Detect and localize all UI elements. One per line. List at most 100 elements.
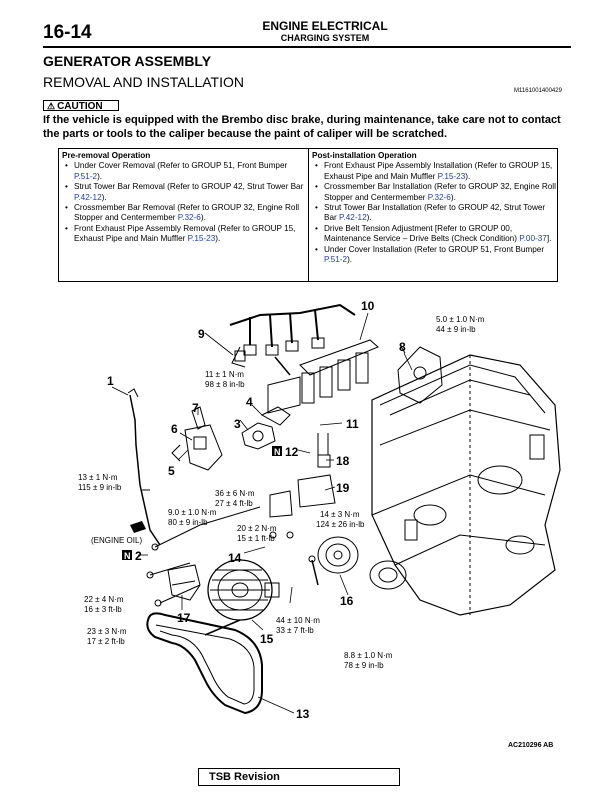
pre-removal-item-tail: ).	[215, 234, 221, 244]
pre-removal-item: Front Exhaust Pipe Assembly Removal (Ref…	[62, 224, 305, 245]
torque-8-nm: 8.8 ± 1.0 N·m	[344, 651, 393, 660]
callout-14: 14	[228, 551, 242, 565]
post-installation-item: Strut Tower Bar Installation (Refer to G…	[312, 203, 556, 224]
callout-4: 4	[246, 395, 253, 409]
warning-icon: ⚠	[47, 101, 56, 111]
torque-11-nm: 11 ± 1 N·m	[205, 370, 244, 379]
post-installation-page-link[interactable]: P.00-37	[519, 234, 547, 244]
torque-20-ftlb: 15 ± 1 ft-lb	[237, 534, 275, 543]
post-installation-item-text: Drive Belt Tension Adjustment [Refer to …	[324, 223, 520, 244]
section-subtitle: REMOVAL AND INSTALLATION	[43, 74, 244, 90]
torque-14-nm: 14 ± 3 N·m	[320, 510, 360, 519]
torque-36-nm: 36 ± 6 N·m	[215, 489, 255, 498]
figure-code: AC210296 AB	[508, 742, 554, 749]
torque-36-ftlb: 27 ± 4 ft-lb	[215, 499, 253, 508]
torque-5-inlb: 44 ± 9 in-lb	[436, 325, 476, 334]
post-installation-list: Front Exhaust Pipe Assembly Installation…	[312, 161, 556, 265]
torque-13-nm: 13 ± 1 N·m	[78, 473, 118, 482]
bracket-assembly	[397, 344, 443, 404]
tsb-revision-label: TSB Revision	[209, 771, 280, 783]
callout-17: 17	[177, 611, 191, 625]
pre-removal-page-link[interactable]: P.15-23	[187, 234, 216, 244]
callout-1: 1	[107, 374, 114, 388]
torque-22-ftlb: 16 ± 3 ft-lb	[84, 605, 122, 614]
pre-removal-item-text: Crossmember Bar Removal (Refer to GROUP …	[74, 203, 300, 223]
pre-removal-heading: Pre-removal Operation	[62, 151, 151, 160]
coil-rail	[267, 339, 379, 414]
operations-table: Pre-removal Operation Under Cover Remova…	[58, 148, 558, 282]
post-installation-item: Under Cover Installation (Refer to GROUP…	[312, 245, 556, 266]
pre-removal-item: Crossmember Bar Removal (Refer to GROUP …	[62, 203, 305, 224]
callout-10: 10	[361, 299, 375, 313]
pre-removal-page-link[interactable]: P.51-2	[74, 171, 98, 181]
n-mark-12-letter: N	[274, 447, 281, 457]
engine-oil-group: (ENGINE OIL) N	[91, 521, 146, 561]
post-installation-item-text: Front Exhaust Pipe Assembly Installation…	[324, 161, 553, 181]
torque-20-nm: 20 ± 2 N·m	[237, 524, 277, 533]
bolts	[146, 356, 319, 636]
pre-removal-column: Pre-removal Operation Under Cover Remova…	[62, 151, 305, 245]
torque-8-inlb: 78 ± 9 in-lb	[344, 661, 384, 670]
post-installation-item-tail: ).	[450, 192, 456, 202]
n-mark-12	[272, 446, 282, 456]
post-installation-item-text: Under Cover Installation (Refer to GROUP…	[324, 244, 545, 254]
pre-removal-item-text: Strut Tower Bar Removal (Refer to GROUP …	[74, 182, 304, 192]
caution-text: If the vehicle is equipped with the Brem…	[43, 114, 561, 140]
post-installation-column: Post-installation Operation Front Exhaus…	[312, 151, 556, 265]
torque-23-ftlb: 17 ± 2 ft-lb	[87, 637, 125, 646]
n-mark-2-letter: N	[124, 551, 131, 561]
torque-13-inlb: 115 ± 9 in-lb	[78, 483, 122, 492]
bracket-18-19	[269, 433, 336, 518]
pre-removal-item-tail: ).	[97, 171, 103, 181]
oil-can-icon	[130, 521, 146, 533]
post-installation-heading: Post-installation Operation	[312, 151, 417, 160]
pre-removal-page-link[interactable]: P.42-12	[74, 192, 102, 202]
pre-removal-page-link[interactable]: P.32-6	[177, 213, 201, 223]
oil-dipstick	[127, 388, 161, 546]
engine-oil-label: (ENGINE OIL)	[91, 536, 142, 545]
callout-15: 15	[260, 632, 274, 646]
caution-label: CAUTION	[57, 101, 103, 112]
section-title: GENERATOR ASSEMBLY	[43, 53, 212, 69]
post-installation-page-link[interactable]: P.51-2	[324, 255, 348, 265]
pre-removal-item-tail: ).	[101, 192, 107, 202]
post-installation-page-link[interactable]: P.42-12	[339, 213, 367, 223]
callout-11: 11	[346, 417, 359, 431]
callout-13: 13	[296, 707, 310, 721]
generator-exploded-diagram: 1 2 3 4 5 6 7 8 9 10 11 N 12 13 14 15 16…	[78, 299, 561, 721]
caution-label-box: ⚠CAUTION	[43, 100, 119, 112]
torque-11-inlb: 98 ± 8 in-lb	[205, 380, 245, 389]
callout-3: 3	[234, 417, 241, 431]
sensor-parts	[171, 406, 291, 471]
header-rule	[43, 46, 571, 48]
page-number: 16-14	[43, 22, 92, 43]
drive-belt	[146, 612, 263, 715]
generator	[207, 559, 280, 621]
engine-block	[369, 354, 561, 616]
callout-6: 6	[171, 422, 178, 436]
pre-removal-list: Under Cover Removal (Refer to GROUP 51, …	[62, 161, 305, 244]
n-mark-2	[122, 550, 132, 560]
table-divider	[308, 149, 309, 281]
callout-18: 18	[336, 454, 350, 468]
callout-5: 5	[168, 464, 175, 478]
post-installation-page-link[interactable]: P.32-6	[427, 192, 451, 202]
callout-9: 9	[198, 327, 205, 341]
callout-8: 8	[399, 340, 406, 354]
post-installation-item-tail: ).	[347, 255, 353, 265]
post-installation-item: Drive Belt Tension Adjustment [Refer to …	[312, 224, 556, 245]
callout-2: 2	[135, 549, 142, 563]
callout-12: 12	[285, 445, 299, 459]
pre-removal-item: Under Cover Removal (Refer to GROUP 51, …	[62, 161, 305, 182]
callout-7: 7	[192, 401, 199, 415]
post-installation-page-link[interactable]: P.15-23	[437, 171, 466, 181]
torque-44-ftlb: 33 ± 7 ft-lb	[276, 626, 314, 635]
torque-9-inlb: 80 ± 9 in-lb	[168, 518, 208, 527]
crankshaft-pulley	[317, 536, 359, 574]
chapter-subtitle: CHARGING SYSTEM	[280, 33, 370, 43]
post-installation-item-tail: ].	[546, 234, 552, 244]
torque-22-nm: 22 ± 4 N·m	[84, 595, 124, 604]
pre-removal-item-text: Front Exhaust Pipe Assembly Removal (Ref…	[74, 223, 296, 244]
pre-removal-item: Strut Tower Bar Removal (Refer to GROUP …	[62, 182, 305, 203]
torque-44-nm: 44 ± 10 N·m	[276, 616, 320, 625]
